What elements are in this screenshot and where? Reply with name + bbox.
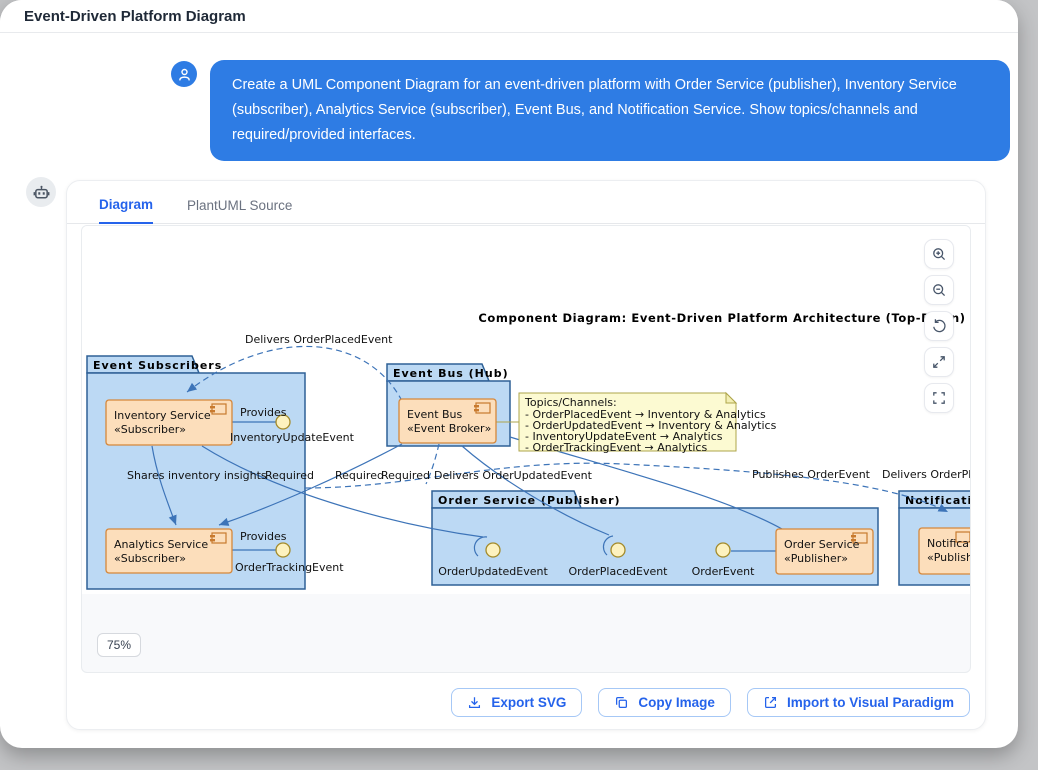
component-icon [211,403,227,415]
edge-label: Delivers OrderPlacedEvent [245,333,393,346]
interface-label: InventoryUpdateEvent [230,431,355,444]
component-icon [852,532,868,544]
zoom-out-button[interactable] [924,275,954,305]
edge-label: Provides [240,406,287,419]
interface-orderevent [715,542,731,558]
canvas-controls [924,239,954,413]
bot-avatar [26,177,56,207]
uml-component-diagram: Event Subscribers Event Bus (Hub) Order … [86,311,970,590]
component-inventory-service: Inventory Service «Subscriber» [105,399,233,446]
app-header: Event-Driven Platform Diagram [0,0,1018,33]
component-event-bus: Event Bus «Event Broker» [398,398,497,444]
component-order-service: Order Service «Publisher» [775,528,874,575]
component-stereotype: «Publisher» [927,551,970,564]
component-stereotype: «Event Broker» [407,422,491,435]
robot-icon [33,185,49,198]
user-icon [178,68,190,81]
download-icon [469,697,481,709]
tab-plantuml-source[interactable]: PlantUML Source [187,198,293,213]
edge-label: Publishes OrderEvent [752,468,871,481]
package-label: Event Bus (Hub) [393,367,509,380]
note-title: Topics/Channels: [524,396,617,409]
tab-diagram[interactable]: Diagram [99,197,154,224]
button-label: Export SVG [491,695,567,710]
edge-label: Delivers OrderPlaced [882,468,970,481]
import-to-visual-paradigm-button[interactable]: Import to Visual Paradigm [746,688,970,717]
reset-view-button[interactable] [924,311,954,341]
interface-label: OrderEvent [692,565,755,578]
tab-bar: Diagram PlantUML Source [67,181,985,224]
edge-bus-to-analytics [218,443,403,526]
socket-orderplaced [602,535,614,556]
note-line: - OrderTrackingEvent → Analytics [525,441,707,454]
component-stereotype: «Subscriber» [114,423,186,436]
component-name: Order Service [784,538,860,551]
export-svg-button[interactable]: Export SVG [451,688,583,717]
diagram-title: Component Diagram: Event-Driven Platform… [478,311,965,325]
socket-orderupdated [473,536,488,557]
fullscreen-icon [933,392,945,404]
reset-icon [933,319,946,333]
edge-delivers-orderupdatedevent [425,443,440,485]
button-label: Import to Visual Paradigm [786,695,954,710]
interface-inventoryupdateevent [275,414,291,430]
component-name: Inventory Service [114,409,211,422]
component-notification-service: Notification «Publisher» [918,527,970,575]
expand-button[interactable] [924,347,954,377]
edge-label: Required [335,469,384,482]
page-title: Event-Driven Platform Diagram [24,7,246,25]
component-icon [211,532,227,544]
package-label: Event Subscribers [93,359,222,372]
component-stereotype: «Publisher» [784,552,848,565]
component-name: Notification [927,537,970,550]
note-line: - OrderPlacedEvent → Inventory & Analyti… [525,408,766,421]
package-label: Notification S [905,494,970,507]
edge-label: Required [381,469,430,482]
zoom-out-icon [933,284,946,297]
zoom-in-button[interactable] [924,239,954,269]
edge-label: Provides [240,530,287,543]
interface-orderplacedevent [610,542,626,558]
external-link-icon [764,696,776,709]
edge-label: Delivers OrderUpdatedEvent [434,469,593,482]
zoom-level-badge: 75% [97,633,142,657]
interface-label: OrderPlacedEvent [569,565,669,578]
interface-label: OrderTrackingEvent [235,561,344,574]
note-topics-channels: Topics/Channels: - OrderPlacedEvent → In… [496,391,777,454]
component-stereotype: «Subscriber» [114,552,186,565]
package-label: Order Service (Publisher) [438,494,621,507]
diagram-canvas[interactable]: Event Subscribers Event Bus (Hub) Order … [82,226,970,594]
diagram-card: Diagram PlantUML Source Event Subscriber… [66,180,986,730]
interface-ordertrackingevent [275,542,291,558]
note-line: - OrderUpdatedEvent → Inventory & Analyt… [525,419,777,432]
component-analytics-service: Analytics Service «Subscriber» [105,528,233,574]
edge-delivers-to-notification [304,462,949,513]
edge-required-orderupdated [201,445,484,538]
interface-orderupdatedevent [485,542,501,558]
zoom-in-icon [933,248,946,261]
footer-actions: Export SVG Copy Image Import to Visual P… [451,688,970,717]
diagram-viewport[interactable]: Event Subscribers Event Bus (Hub) Order … [81,225,971,673]
component-icon [475,402,491,414]
note-line: - InventoryUpdateEvent → Analytics [525,430,723,443]
chat-message: Create a UML Component Diagram for an ev… [210,60,1010,161]
copy-image-button[interactable]: Copy Image [598,688,731,717]
copy-icon [616,696,628,709]
expand-icon [933,356,945,368]
component-icon [955,531,970,543]
button-label: Copy Image [638,695,715,710]
edge-label: Required [265,469,314,482]
fullscreen-button[interactable] [924,383,954,413]
app-window: Event-Driven Platform Diagram Create a U… [0,0,1018,748]
component-name: Event Bus [407,408,463,421]
edge-required-orderplaced [461,445,610,536]
interface-label: OrderUpdatedEvent [438,565,548,578]
edge-label: Shares inventory insights [127,469,267,482]
component-name: Analytics Service [114,538,208,551]
edge-shares-insights [151,445,177,526]
user-avatar [171,61,197,87]
